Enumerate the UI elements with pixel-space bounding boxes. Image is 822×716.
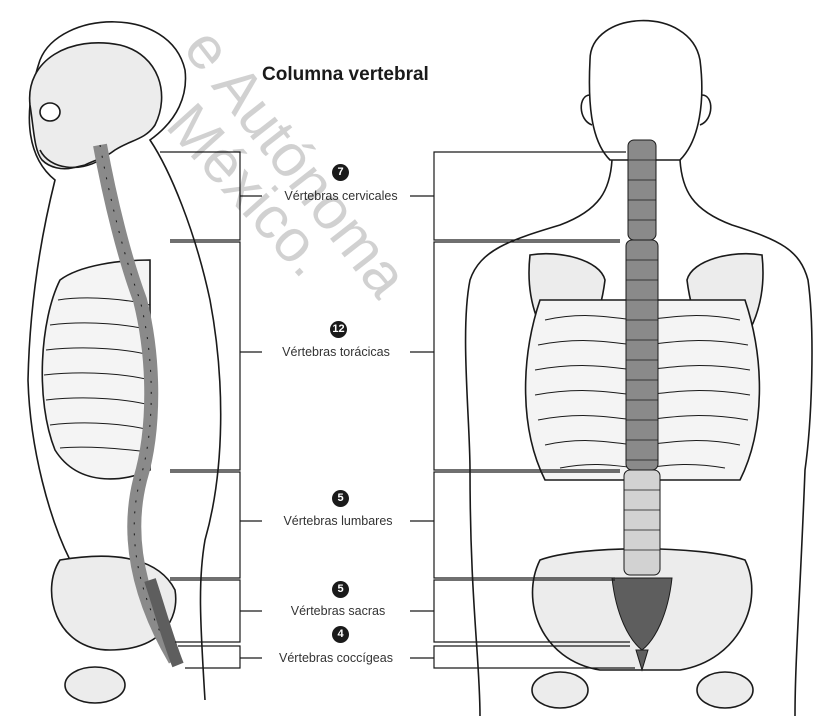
back-head xyxy=(589,21,701,160)
coccygeal-count-badge: 4 xyxy=(332,626,349,643)
side-eye-socket xyxy=(40,103,60,121)
left-bracket-ticks xyxy=(240,196,262,658)
side-hip-joint xyxy=(65,667,125,703)
cervical-label: Vértebras cervicales xyxy=(241,189,441,203)
side-view-figure xyxy=(28,22,221,703)
sacral-label: Vértebras sacras xyxy=(238,604,438,618)
diagram-title: Columna vertebral xyxy=(262,64,429,86)
right-bracket-ticks xyxy=(410,196,434,658)
cervical-count-badge: 7 xyxy=(332,164,349,181)
back-right-hip-joint xyxy=(697,672,753,708)
thoracic-label: Vértebras torácicas xyxy=(236,345,436,359)
lumbar-label: Vértebras lumbares xyxy=(238,514,438,528)
coccygeal-label: Vértebras coccígeas xyxy=(236,651,436,665)
thoracic-count-badge: 12 xyxy=(330,321,347,338)
lumbar-count-badge: 5 xyxy=(332,490,349,507)
sacral-count-badge: 5 xyxy=(332,581,349,598)
back-left-hip-joint xyxy=(532,672,588,708)
